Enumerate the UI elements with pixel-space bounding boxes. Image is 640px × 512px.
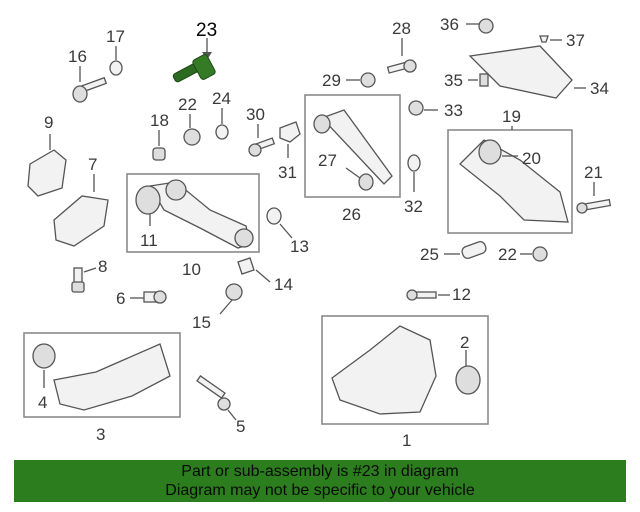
- callout-15: 15: [192, 313, 211, 332]
- callout-31: 31: [278, 163, 297, 182]
- part-16-bolt[interactable]: [72, 76, 108, 103]
- callout-19: 19: [502, 107, 521, 126]
- callout-25: 25: [420, 245, 439, 264]
- part-9-mount[interactable]: [27, 149, 67, 197]
- part-33-nut[interactable]: [408, 100, 424, 116]
- callout-23: 23: [196, 20, 217, 41]
- callout-33: 33: [444, 101, 463, 120]
- group-box-3: [23, 332, 181, 418]
- callout-18: 18: [150, 111, 169, 130]
- part-3-trailing-arm[interactable]: [53, 343, 171, 411]
- callout-37: 37: [566, 31, 585, 50]
- part-5-bolt[interactable]: [196, 375, 231, 411]
- callout-28: 28: [392, 19, 411, 38]
- part-17-washer[interactable]: [109, 60, 123, 76]
- callout-5: 5: [236, 417, 245, 436]
- callout-14: 14: [274, 275, 293, 294]
- part-8-bolt[interactable]: [71, 267, 85, 293]
- part-6-bolt[interactable]: [143, 290, 167, 304]
- group-box-1: [321, 315, 489, 425]
- part-25-pin[interactable]: [461, 240, 488, 259]
- part-29-nut[interactable]: [360, 72, 376, 88]
- callout-2: 2: [460, 333, 469, 352]
- part-32-washer[interactable]: [407, 154, 421, 172]
- part-30-bolt[interactable]: [248, 137, 276, 157]
- callout-36: 36: [440, 15, 459, 34]
- callout-20: 20: [522, 149, 541, 168]
- callout-22-right: 22: [498, 245, 517, 264]
- callout-7: 7: [88, 155, 97, 174]
- info-banner: Part or sub-assembly is #23 in diagram D…: [14, 460, 626, 502]
- part-27-bushing[interactable]: [358, 173, 374, 191]
- parts-diagram: 23 17 16 18 22 24 30 31 9 7 8: [23, 15, 612, 450]
- part-12-bolt[interactable]: [406, 289, 437, 301]
- callout-22-top: 22: [178, 95, 197, 114]
- part-1-knuckle[interactable]: [331, 325, 437, 415]
- part-36-nut[interactable]: [478, 18, 494, 34]
- part-24-washer[interactable]: [215, 124, 229, 140]
- group-box-26: [304, 94, 401, 198]
- callout-13: 13: [290, 237, 309, 256]
- callout-32: 32: [404, 197, 423, 216]
- callout-35: 35: [444, 71, 463, 90]
- callout-8: 8: [98, 257, 107, 276]
- part-34-upper-arm[interactable]: [468, 45, 573, 99]
- callout-34: 34: [590, 79, 609, 98]
- callout-29: 29: [322, 71, 341, 90]
- part-26-link[interactable]: [313, 109, 393, 185]
- part-35-bolt[interactable]: [479, 73, 489, 87]
- banner-line-2: Diagram may not be specific to your vehi…: [165, 482, 475, 499]
- part-2-bushing[interactable]: [455, 365, 481, 395]
- part-13-washer[interactable]: [266, 207, 282, 225]
- part-22-nut-right[interactable]: [532, 246, 548, 262]
- group-box-19: [447, 129, 573, 234]
- part-22-nut[interactable]: [183, 128, 201, 146]
- callout-9: 9: [44, 113, 53, 132]
- callout-11: 11: [140, 231, 158, 250]
- part-28-bolt[interactable]: [386, 59, 417, 74]
- callout-4: 4: [38, 393, 47, 412]
- callout-27: 27: [318, 151, 337, 170]
- part-31-bracket[interactable]: [279, 121, 301, 143]
- part-21-bolt[interactable]: [576, 198, 612, 214]
- part-10-control-arm[interactable]: [148, 179, 254, 249]
- part-18-nut[interactable]: [152, 147, 166, 161]
- part-19-lower-arm[interactable]: [459, 139, 569, 223]
- part-23-bolt[interactable]: [172, 38, 216, 83]
- part-37-clip[interactable]: [539, 35, 549, 43]
- callout-10: 10: [182, 260, 201, 279]
- callout-16: 16: [68, 47, 87, 66]
- part-4-bushing[interactable]: [32, 343, 56, 369]
- callout-17: 17: [106, 27, 125, 46]
- callout-6: 6: [116, 289, 125, 308]
- part-14-plate[interactable]: [237, 257, 255, 275]
- banner-line-1: Part or sub-assembly is #23 in diagram: [181, 463, 459, 480]
- part-20-bushing[interactable]: [478, 139, 502, 165]
- group-box-10: [126, 173, 260, 253]
- callout-24: 24: [212, 89, 231, 108]
- callout-21: 21: [584, 163, 603, 182]
- part-7-bracket[interactable]: [53, 195, 109, 247]
- callout-12: 12: [452, 285, 471, 304]
- callout-30: 30: [246, 105, 265, 124]
- part-15-nut[interactable]: [225, 283, 243, 301]
- part-11-bushing[interactable]: [135, 185, 161, 215]
- callout-3: 3: [96, 425, 105, 444]
- callout-26: 26: [342, 205, 361, 224]
- callout-1: 1: [402, 431, 411, 450]
